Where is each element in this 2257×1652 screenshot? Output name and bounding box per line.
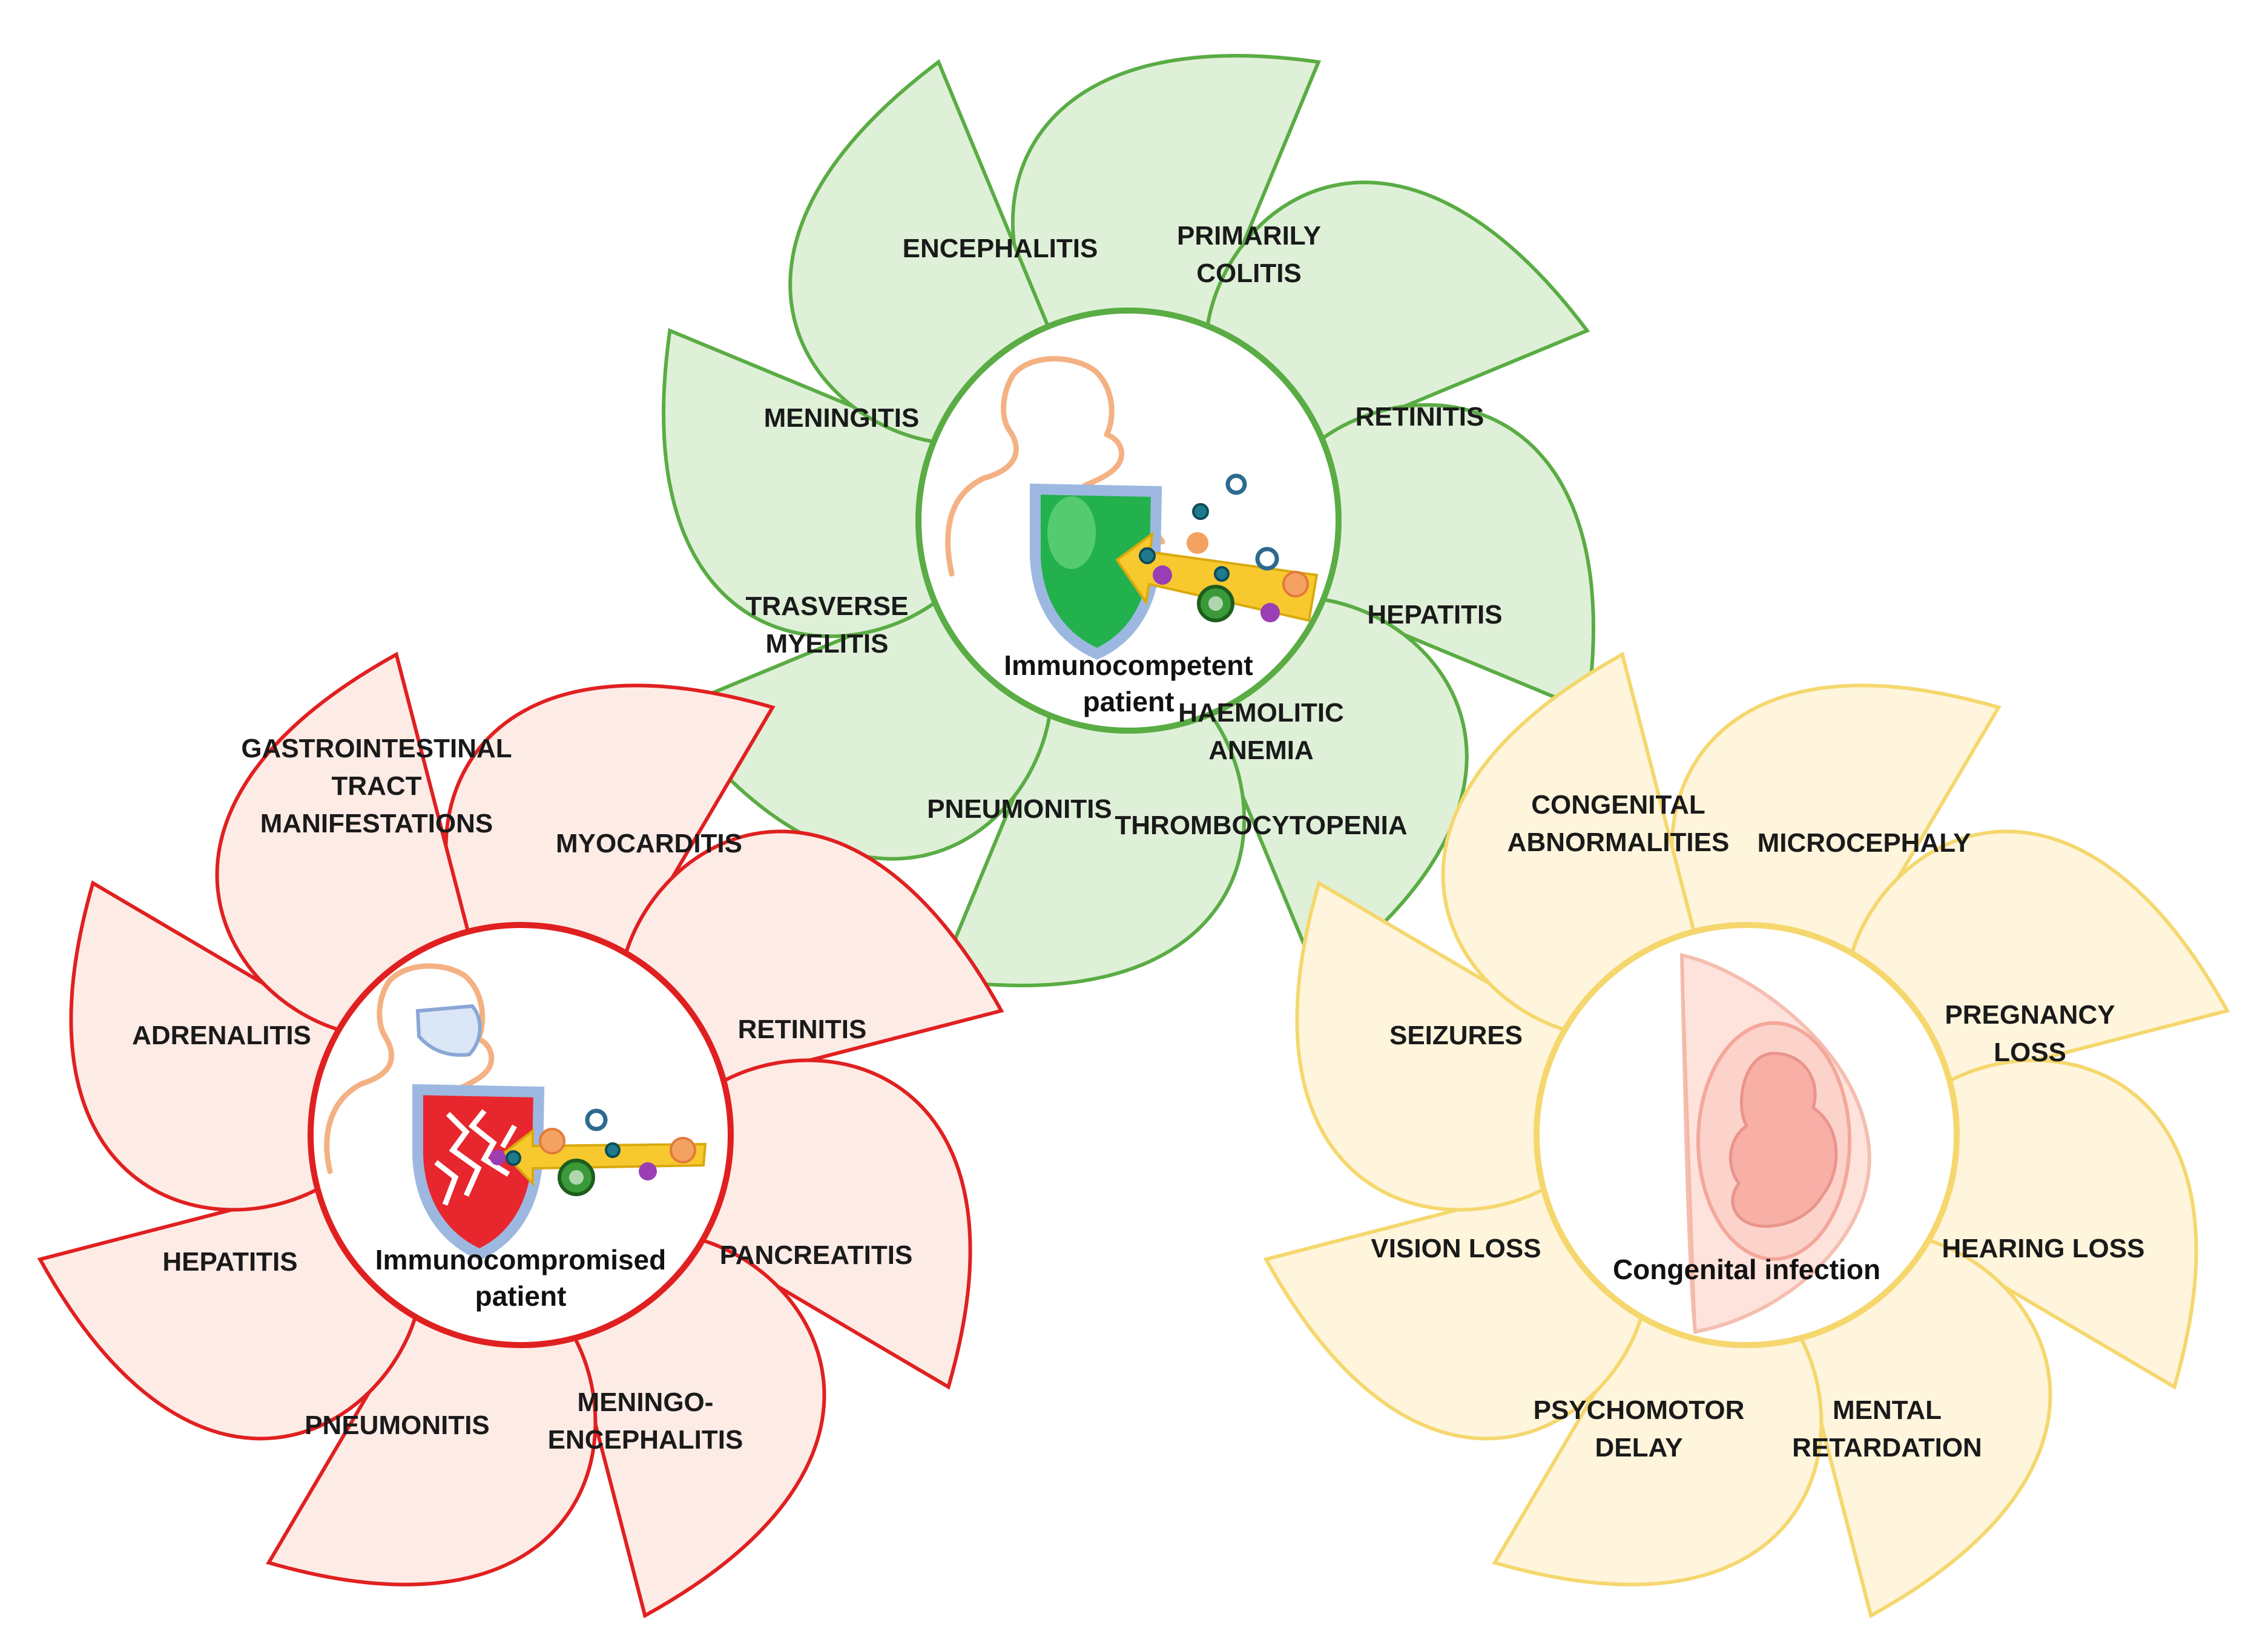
congenital-petal-label: MICROCEPHALY (1758, 828, 1971, 858)
immunocompromised-petal-label: ADRENALITIS (132, 1021, 311, 1050)
immunocompromised-petals (37, 651, 1004, 1619)
immunocompetent-petal (662, 327, 942, 639)
congenital-illustration (1679, 953, 1871, 1334)
immunocompromised-petal-label: TRACT (331, 771, 421, 801)
congenital-petal (1848, 829, 2230, 1087)
immunocompetent-petal-label: HEPATITIS (1367, 600, 1502, 630)
shield-highlight (1047, 496, 1096, 569)
immunocompetent-petal-label: RETINITIS (1356, 402, 1484, 432)
congenital-center-title: Congenital infection (1613, 1254, 1880, 1285)
congenital-petal-label: CONGENITAL (1531, 790, 1705, 820)
immunocompromised-center-label: Immunocompromised (375, 1244, 667, 1275)
immunocompetent-center-label: Immunocompetent (1004, 650, 1253, 681)
immunocompromised-petal-label: PNEUMONITIS (305, 1410, 490, 1440)
immunocompetent-flower: Immunocompetent patient ENCEPHALITIS PRIMA… (662, 54, 1595, 987)
immunocompromised-petal (622, 829, 1004, 1087)
congenital-petal (1263, 1183, 1646, 1441)
orange-cell-icon (539, 1128, 565, 1154)
congenital-petal-label: ABNORMALITIES (1507, 828, 1730, 857)
congenital-petal (1920, 1058, 2198, 1390)
purple-virus-icon (639, 1162, 657, 1180)
immunocompetent-petal-label: PRIMARILY (1177, 221, 1321, 251)
immunocompetent-petal (1204, 596, 1469, 982)
congenital-petal (1795, 1236, 2052, 1619)
immunocompetent-petal (935, 707, 1247, 987)
congenital-petal-label: DELAY (1595, 1433, 1682, 1463)
immunocompetent-petal-label: PNEUMONITIS (927, 794, 1112, 824)
purple-virus-icon (1260, 603, 1280, 622)
congenital-petal-label: PREGNANCY (1945, 1000, 2115, 1030)
congenital-petal-label: MENTAL (1833, 1395, 1942, 1425)
congenital-petals (1263, 651, 2230, 1619)
immunocompromised-petal (69, 880, 347, 1212)
immunocompromised-petal-label: RETINITIS (738, 1015, 867, 1044)
immunocompromised-petal-label: MENINGO- (578, 1387, 714, 1417)
congenital-petal-label: SEIZURES (1389, 1021, 1523, 1050)
immunocompetent-petal-label: MENINGITIS (764, 403, 920, 433)
virus-particle-icon (1192, 503, 1209, 520)
immunocompromised-petal (37, 1183, 420, 1441)
immunocompromised-petal-label: MYOCARDITIS (556, 829, 742, 858)
immunocompromised-petal-label: GASTROINTESTINAL (241, 734, 512, 763)
immunocompetent-petal-label: HAEMOLITIC (1178, 698, 1344, 728)
virus-ring-icon (585, 1108, 608, 1131)
shield-cracks-icon (434, 1109, 517, 1206)
congenital-petal (1492, 1309, 1824, 1587)
immunocompromised-petal (694, 1058, 972, 1390)
immunocompetent-petals (662, 54, 1595, 987)
immunocompromised-flower: Immunocompromised patient GASTROINTESTINA… (37, 651, 1004, 1619)
immunocompromised-petal (266, 1309, 598, 1587)
congenital-petal-label: HEARING LOSS (1942, 1234, 2145, 1263)
orange-cell-icon (1282, 571, 1309, 597)
immunocompromised-petal-label: MANIFESTATIONS (260, 809, 493, 838)
congenital-center-label: Congenital infection (1613, 1254, 1880, 1285)
immunocompromised-petal-label: PANCREATITIS (720, 1240, 913, 1270)
fetus-icon (1729, 1051, 1838, 1228)
immunocompromised-center-title: Immunocompromised patient (375, 1244, 667, 1312)
immunocompetent-center-label: patient (1083, 686, 1175, 717)
immunocompetent-illustration (945, 356, 1319, 660)
congenital-flower: Congenital infection CONGENITAL ABNORMALI… (1263, 651, 2230, 1619)
immunocompromised-petal-label: HEPATITIS (162, 1247, 297, 1277)
virus-particle-icon (506, 1150, 521, 1166)
immunocompromised-illustration (324, 963, 707, 1260)
immunocompetent-petal (788, 59, 1053, 445)
orange-cell-icon (670, 1137, 696, 1163)
virus-particle-icon (605, 1142, 621, 1158)
congenital-petal (1295, 880, 1573, 1212)
immunocompetent-petal (1204, 180, 1590, 445)
virus-particle-icon (1214, 566, 1230, 582)
virus-ring-icon (1225, 473, 1247, 495)
orange-cell-icon (1187, 532, 1208, 554)
green-virus-core (1208, 596, 1223, 611)
congenital-petal-label: RETARDATION (1792, 1433, 1982, 1463)
immunocompetent-petal-label: COLITIS (1196, 258, 1302, 288)
immunocompromised-petal-label: ENCEPHALITIS (548, 1425, 743, 1455)
immunocompetent-petal-label: ANEMIA (1208, 736, 1314, 765)
congenital-petal (1441, 651, 1698, 1034)
immunocompetent-petal (1315, 403, 1595, 714)
congenital-petal-label: VISION LOSS (1371, 1234, 1541, 1263)
purple-virus-icon (1153, 565, 1172, 585)
midline (1681, 955, 1696, 1332)
congenital-petal-label: LOSS (1994, 1038, 2066, 1067)
immunocompetent-petal-label: THROMBOCYTOPENIA (1115, 811, 1407, 840)
virus-particle-icon (1139, 547, 1156, 564)
immunocompromised-petal (569, 1236, 826, 1619)
immunocompromised-petal (215, 651, 472, 1034)
immunocompetent-petal-label: TRASVERSE (746, 591, 909, 621)
yellow-arrow-icon (502, 1128, 707, 1186)
immunocompromised-center-label: patient (475, 1280, 567, 1312)
green-virus-core (569, 1170, 584, 1185)
virus-ring-icon (1255, 547, 1279, 571)
immunocompetent-petal (667, 596, 1053, 861)
immunocompetent-center-title: Immunocompetent patient (1004, 650, 1253, 717)
face-mask-icon (415, 1004, 482, 1057)
congenital-petal-label: PSYCHOMOTOR (1534, 1395, 1745, 1425)
immunocompetent-petal-label: ENCEPHALITIS (903, 234, 1098, 263)
immunocompetent-petal-label: MYELITIS (766, 629, 889, 659)
purple-virus-icon (490, 1150, 506, 1165)
